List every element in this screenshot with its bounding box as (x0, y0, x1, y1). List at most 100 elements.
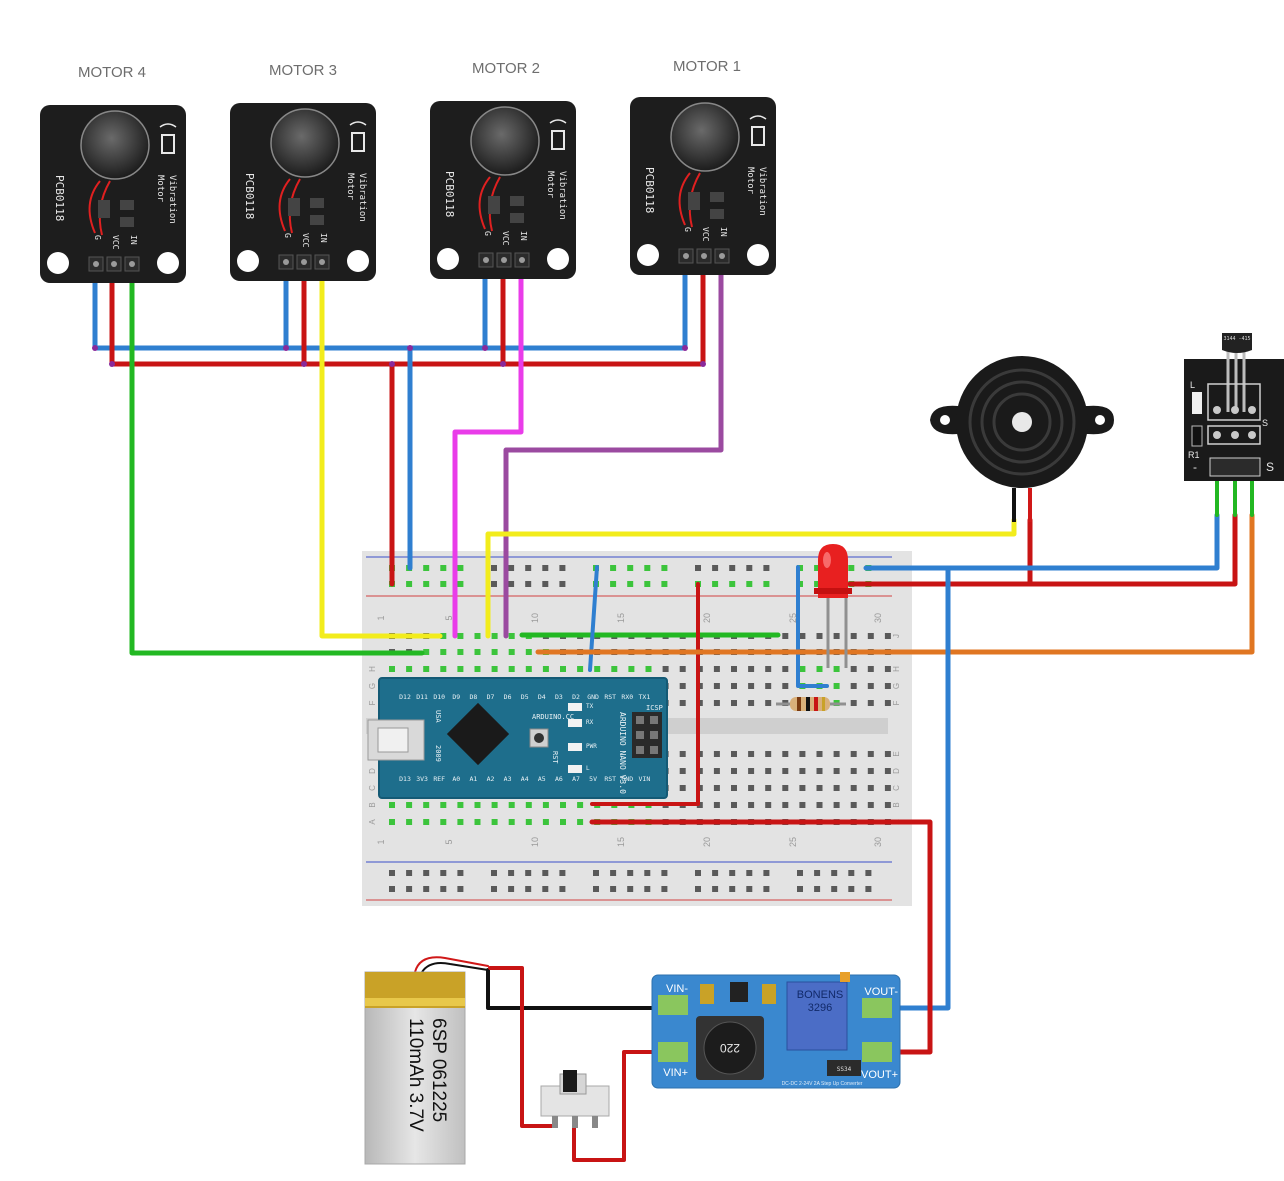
bb-row-letter: D (368, 768, 377, 774)
bb-rail-hole (797, 870, 803, 876)
bb-hole (440, 819, 447, 825)
bb-hole (679, 700, 686, 706)
bb-rail-hole (440, 886, 447, 892)
wire-yellow-buzzer (485, 517, 1017, 639)
bb-hole (884, 683, 891, 689)
bb-col-number: 20 (702, 613, 712, 623)
bb-hole (508, 802, 515, 808)
boost-brand: BONENS (797, 989, 843, 1001)
usa-label: USA (434, 710, 442, 723)
motor-board (40, 105, 186, 283)
junctions (92, 345, 706, 367)
hall-s-small-label: S (1262, 418, 1268, 428)
bb-row-letter: A (368, 819, 377, 825)
motor-pin-label: IN (319, 233, 328, 243)
bb-rail-hole (746, 581, 753, 587)
bb-hole (577, 802, 584, 808)
bb-hole (406, 666, 413, 672)
bb-hole (867, 700, 874, 706)
motor-text-vibration: Vibration (167, 175, 177, 224)
arduino-top-pin-label: TX1 (639, 693, 651, 701)
bb-rail-hole (559, 886, 566, 892)
bb-hole (491, 633, 498, 639)
bb-col-number: 5 (444, 615, 454, 620)
bb-hole (884, 768, 891, 774)
rx-label: RX (586, 719, 594, 726)
bb-rail-hole (729, 581, 736, 587)
bb-rail-hole (525, 581, 532, 587)
bb-hole (406, 819, 413, 825)
bb-hole (542, 802, 549, 808)
wire-red-boost-vout (589, 819, 933, 1055)
bb-hole (850, 751, 857, 757)
mount-hole (747, 244, 769, 266)
bb-row-letter: B (368, 802, 377, 807)
atmega-chip (446, 702, 510, 766)
motor-pcb-label: PCB0118 (53, 175, 66, 221)
bb-rail-hole (542, 565, 549, 571)
bb-rail-hole (440, 565, 447, 571)
bb-rail-hole (763, 565, 770, 571)
bb-hole (423, 666, 430, 672)
bb-rail-hole (763, 870, 770, 876)
bb-hole (542, 666, 549, 672)
wire-red-5v-jumper (590, 582, 700, 806)
bb-rail-hole (712, 870, 719, 876)
arduino-bottom-pin-label: A0 (452, 775, 460, 783)
bb-rail-hole (712, 886, 719, 892)
bb-hole (765, 666, 772, 672)
vibration-icon (551, 130, 565, 150)
bb-rail-hole (661, 886, 668, 892)
vibration-icon (751, 126, 765, 146)
bb-rail-hole (865, 886, 872, 892)
led-tx (568, 703, 582, 711)
rst-label: RST (551, 751, 559, 764)
arduino-bottom-pin-label: 3V3 (416, 775, 428, 783)
wire-red-switch-vin (572, 1050, 670, 1162)
bb-hole (560, 802, 566, 808)
motor-label: MOTOR 1 (673, 58, 741, 75)
arduino-top-pin-label: D7 (487, 693, 495, 701)
arduino-top-pin-label: D8 (469, 693, 477, 701)
motor-pcb-label: PCB0118 (243, 173, 256, 219)
bb-rail-hole (508, 870, 515, 876)
bb-hole (833, 785, 840, 791)
bb-hole (731, 700, 737, 706)
reset-button-cap (534, 733, 544, 743)
arduino-top-pin-label: D3 (555, 693, 563, 701)
bb-hole (765, 768, 772, 774)
arduino-top-pin-label: RX0 (621, 693, 633, 701)
bb-col-number: 1 (376, 839, 386, 844)
bb-hole (525, 802, 532, 808)
battery-line2: 110mAh 3.7V (405, 1018, 426, 1132)
vout-plus-label: VOUT+ (861, 1069, 898, 1081)
arduino-top-pin-label: GND (587, 693, 599, 701)
wire-red-battery-switch (488, 966, 558, 1128)
bb-rail-hole (593, 886, 599, 892)
lipo-battery: 6SP 061225 110mAh 3.7V (364, 971, 466, 1165)
mount-hole (237, 250, 259, 272)
motor-label: MOTOR 3 (269, 62, 337, 79)
wire-blue-hall (863, 512, 1220, 571)
bb-hole (884, 666, 891, 672)
motor-pin-label: G (683, 227, 692, 232)
bb-hole (782, 666, 789, 672)
bb-col-number: 15 (616, 837, 626, 847)
wire-blue-boost-gnd (883, 565, 951, 1011)
bb-rail-hole (423, 581, 430, 587)
bb-rail-hole (559, 870, 566, 876)
bb-hole (423, 802, 430, 808)
bb-hole (440, 649, 447, 655)
bb-rail-hole (848, 886, 855, 892)
bb-row-letter: H (892, 666, 901, 672)
bb-rail-hole (542, 581, 549, 587)
bb-rail-hole (661, 565, 668, 571)
bb-hole (491, 666, 498, 672)
bb-hole (525, 819, 532, 825)
bb-rail-hole (559, 581, 566, 587)
bb-rail-hole (661, 870, 668, 876)
bb-hole (816, 802, 823, 808)
bb-rail-hole (423, 565, 430, 571)
buzzer-hole (940, 415, 950, 425)
